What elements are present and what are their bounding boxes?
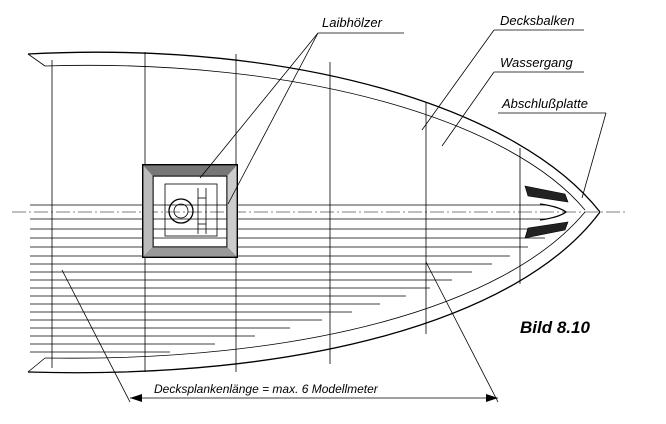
figure-caption: Bild 8.10 xyxy=(520,318,590,337)
label-wassergang: Wassergang xyxy=(500,55,574,70)
hatch-frame xyxy=(142,164,238,258)
label-abschlussplatte: Abschlußplatte xyxy=(501,96,588,111)
dimension-line xyxy=(61,261,499,403)
dimension-text: Decksplankenlänge = max. 6 Modellmeter xyxy=(154,382,379,396)
end-plate xyxy=(524,185,569,239)
label-decksbalken: Decksbalken xyxy=(500,13,574,28)
label-laibhoelzer: Laibhölzer xyxy=(322,15,383,30)
deck-planking xyxy=(30,204,555,353)
hull-outline xyxy=(27,51,601,374)
leader-lines xyxy=(199,29,607,205)
